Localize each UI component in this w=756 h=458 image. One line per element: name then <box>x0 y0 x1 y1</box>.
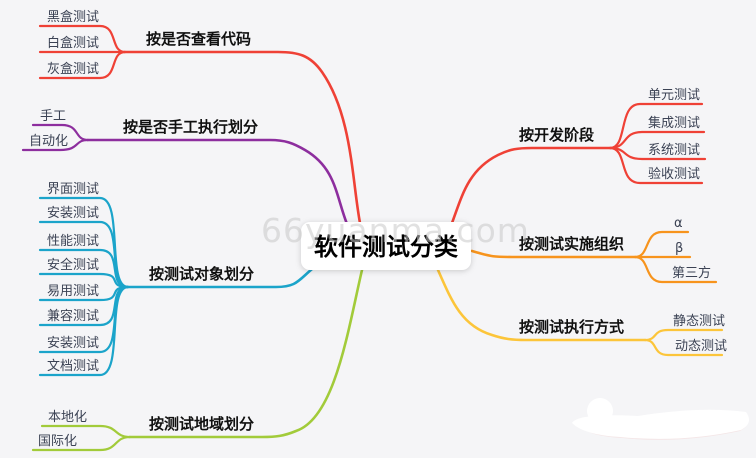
root-node-box[interactable] <box>301 222 471 270</box>
child-line <box>31 435 132 452</box>
child-node[interactable]: 安装测试 <box>47 336 99 351</box>
eraser-smudge <box>572 398 750 440</box>
child-node[interactable]: 灰盒测试 <box>47 61 99 77</box>
branch-line <box>470 249 637 259</box>
branch-label-dev-stage[interactable]: 按开发阶段 <box>519 126 594 144</box>
child-node[interactable]: 白盒测试 <box>47 35 99 51</box>
child-node[interactable]: 界面测试 <box>47 182 99 197</box>
branch-region <box>31 268 364 452</box>
smudge-white-bump <box>587 398 613 424</box>
child-node[interactable]: 系统测试 <box>648 143 700 158</box>
branch-line <box>450 146 612 225</box>
child-node[interactable]: 单元测试 <box>648 88 700 103</box>
watermark-text: 66yuanma.com <box>261 211 530 250</box>
branch-manual <box>21 123 349 226</box>
branch-object <box>38 196 314 377</box>
child-line <box>21 138 90 152</box>
branch-organization <box>470 230 718 284</box>
child-line <box>38 285 130 377</box>
child-node[interactable]: 验收测试 <box>648 166 700 182</box>
branch-line <box>436 268 647 342</box>
branch-label-view-code[interactable]: 按是否查看代码 <box>146 30 251 48</box>
branch-line <box>128 268 364 439</box>
child-node[interactable]: 集成测试 <box>648 115 700 131</box>
child-node[interactable]: 黑盒测试 <box>47 9 99 25</box>
child-line <box>608 102 704 150</box>
child-node[interactable]: 安全测试 <box>47 257 99 273</box>
branch-execution <box>436 268 724 357</box>
child-line <box>38 220 130 289</box>
child-node[interactable]: 自动化 <box>29 134 68 149</box>
branch-dev-stage <box>450 102 707 225</box>
branch-view-code <box>38 24 362 225</box>
child-line <box>608 146 704 185</box>
smudge-white <box>572 409 750 439</box>
child-node[interactable]: 第三方 <box>672 265 711 281</box>
child-line <box>633 255 718 284</box>
child-node[interactable]: 本地化 <box>48 410 87 425</box>
child-node[interactable]: 动态测试 <box>675 339 727 354</box>
root-node-title[interactable]: 软件测试分类 <box>314 233 459 261</box>
child-node[interactable]: 文档测试 <box>47 359 99 374</box>
branch-line <box>86 138 349 226</box>
branch-label-organization[interactable]: 按测试实施组织 <box>519 235 624 253</box>
branch-line <box>126 267 314 289</box>
child-node[interactable]: 国际化 <box>38 434 77 449</box>
branch-label-manual[interactable]: 按是否手工执行划分 <box>123 118 258 136</box>
child-line <box>38 50 127 80</box>
branch-label-object[interactable]: 按测试对象划分 <box>149 265 254 283</box>
child-node[interactable]: α <box>674 216 683 231</box>
child-node[interactable]: 静态测试 <box>673 314 725 329</box>
child-node[interactable]: 手工 <box>40 109 66 124</box>
branch-line <box>123 50 362 225</box>
branch-label-execution[interactable]: 按测试执行方式 <box>519 318 624 336</box>
branch-label-region[interactable]: 按测试地域划分 <box>149 415 254 433</box>
child-line <box>643 338 724 357</box>
child-node[interactable]: β <box>675 241 683 256</box>
child-node[interactable]: 性能测试 <box>47 234 99 249</box>
child-node[interactable]: 易用测试 <box>47 284 99 299</box>
child-node[interactable]: 兼容测试 <box>47 308 99 324</box>
child-node[interactable]: 安装测试 <box>47 206 99 221</box>
